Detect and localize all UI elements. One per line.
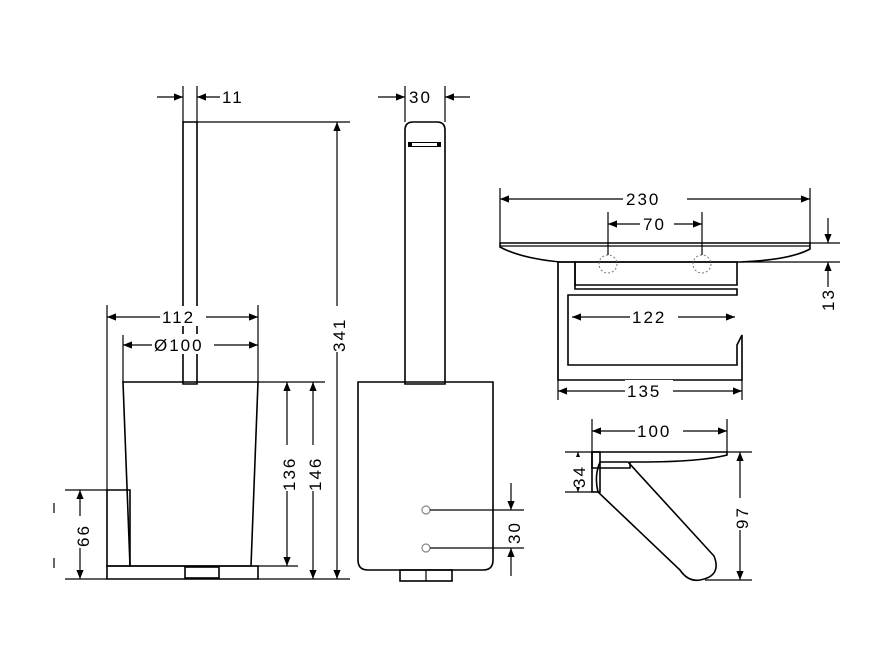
dim-hole-spacing: 30 [505,521,524,544]
dim-screw-spacing: 70 [643,215,666,234]
brush-container [122,381,259,567]
wall-bracket [106,489,131,567]
screw-hidden-left [598,254,618,274]
dim-front-width: 30 [409,88,432,107]
dim-inner-width: 122 [632,308,666,327]
dim-side-height-small: 34 [570,465,589,488]
dim-side-height-total: 97 [733,506,752,529]
dim-plate-thickness: 13 [819,288,838,311]
dim-holder-width: 230 [626,190,660,209]
holder-top-view: 230 70 13 122 135 [499,188,840,401]
shelf-plate [499,242,811,263]
brush-front-view: 30 30 [357,86,524,582]
mount-block [574,261,738,286]
brush-side-view: 11 341 112 Ø100 136 146 66 [53,86,350,580]
dim-height-base: 66 [74,524,93,547]
mount-hole-bottom [421,543,431,553]
brush-base-foot [184,566,220,579]
dim-width-outer: 112 [162,308,195,327]
dim-height-total: 341 [330,318,349,352]
front-container [357,381,494,571]
mount-hole-top [421,505,431,515]
side-arm [595,461,717,582]
dim-side-width: 100 [637,422,671,441]
dim-height-total-body: 146 [306,457,325,491]
dim-holder-depth: 135 [627,382,661,401]
dim-diameter: Ø100 [154,336,204,355]
front-handle [404,121,446,385]
screw-hidden-right [692,254,712,274]
dim-height-body: 136 [280,457,299,491]
brush-handle [182,121,198,385]
dim-width-top: 11 [222,88,244,107]
brush-base [106,565,259,580]
side-mount-plate [591,451,601,493]
side-shelf [591,451,728,469]
holder-side-view: 100 34 97 [565,419,752,582]
